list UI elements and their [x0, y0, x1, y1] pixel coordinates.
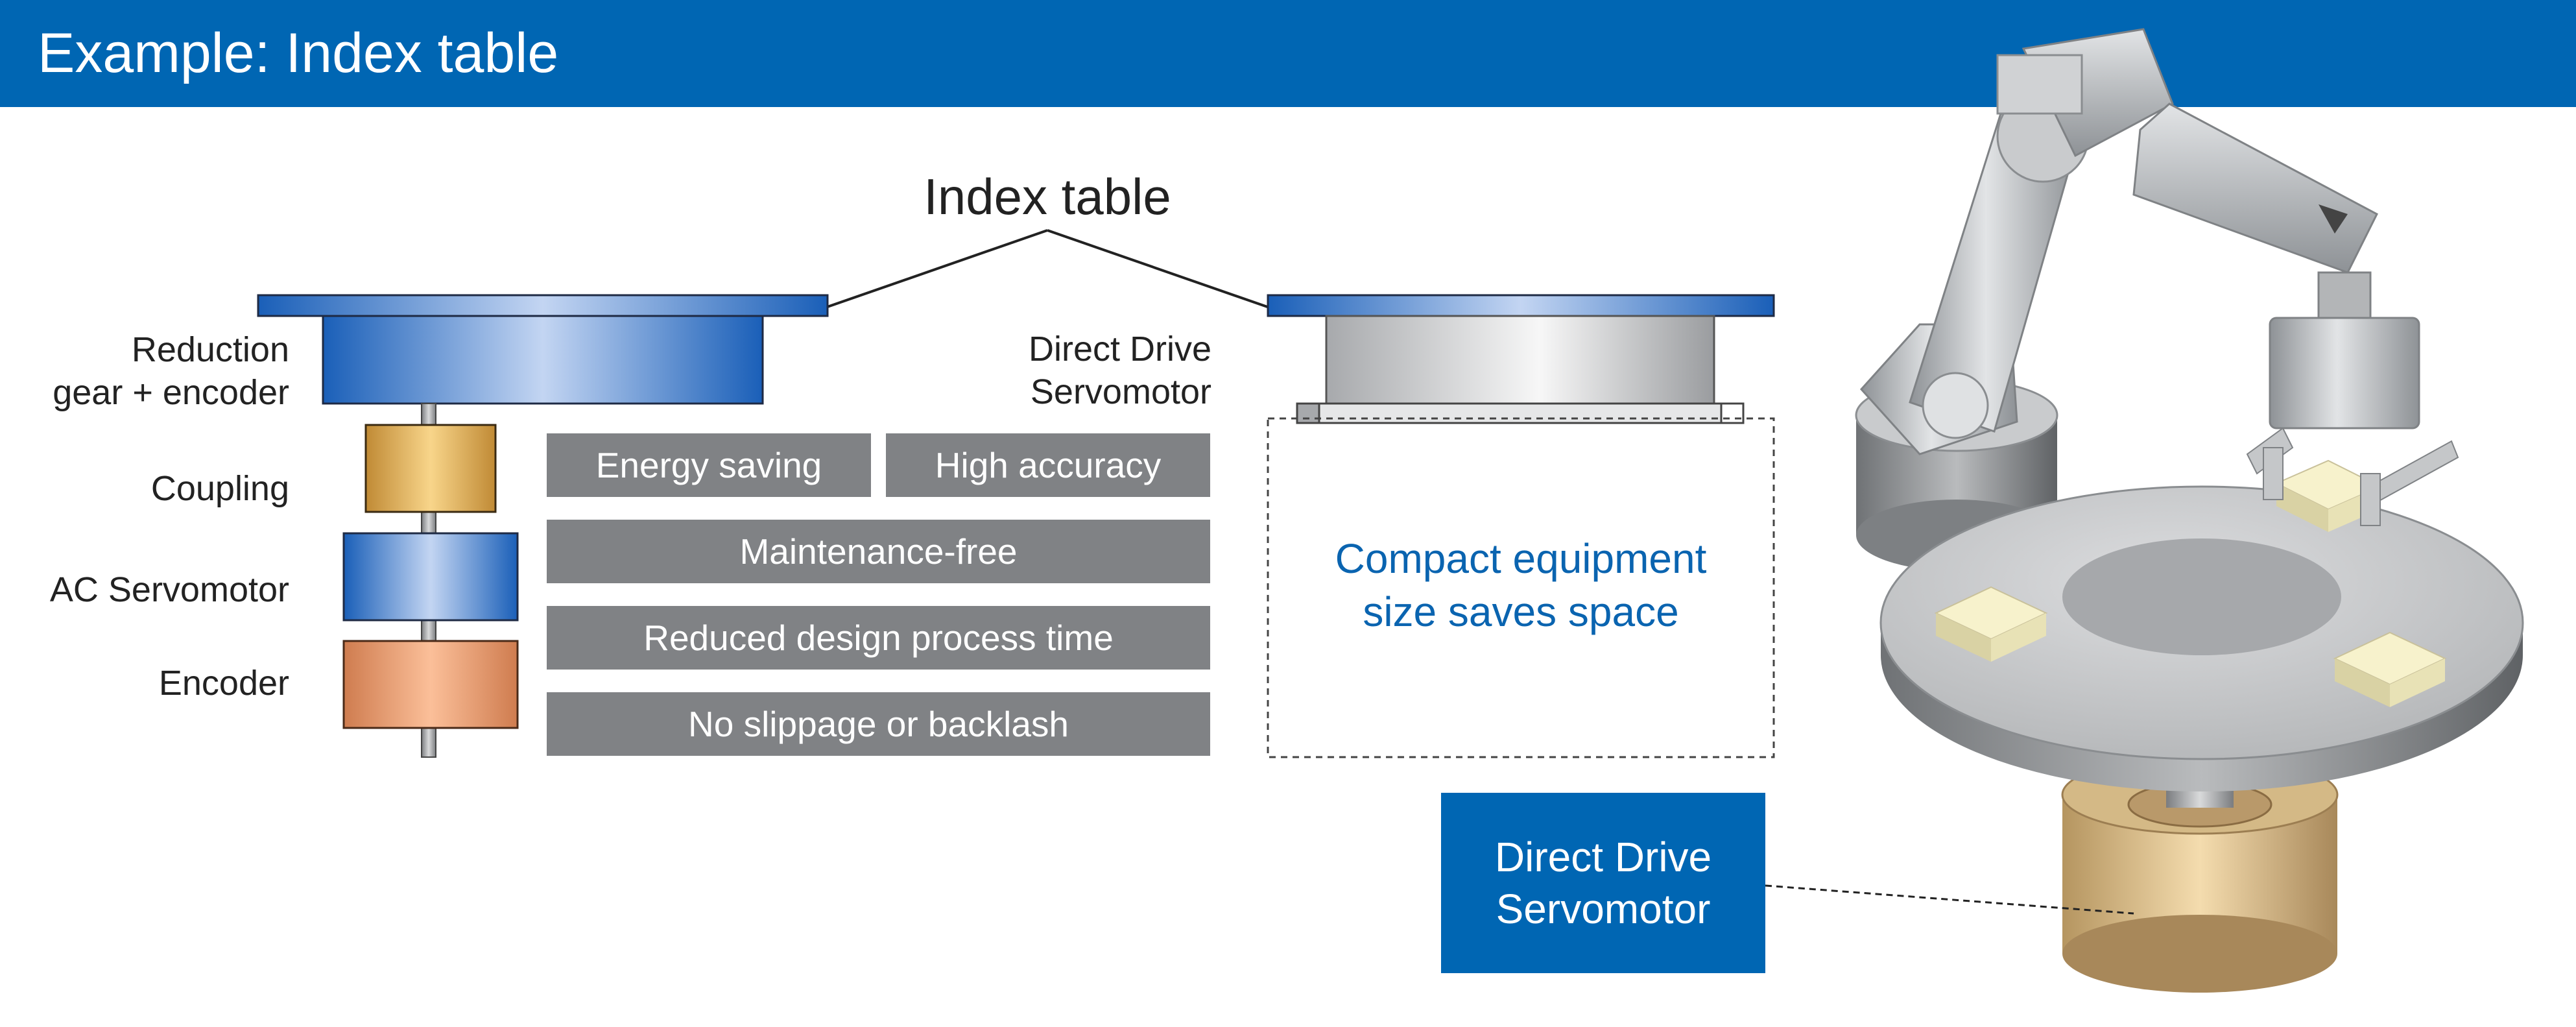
motor-base-plate — [1296, 402, 1745, 424]
encoder-label: Encoder — [158, 664, 289, 703]
direct-drive-assembly — [1267, 294, 1775, 758]
index-table-label: Index table — [924, 168, 1171, 225]
benefit-energy-saving: Energy saving — [547, 433, 871, 497]
benefit-reduced-design-time: Reduced design process time — [547, 606, 1210, 670]
encoder-block — [342, 640, 519, 729]
benefit-maintenance-free: Maintenance-free — [547, 520, 1210, 583]
benefit-high-accuracy: High accuracy — [886, 433, 1210, 497]
compact-equipment-text: Compact equipment size saves space — [1335, 535, 1707, 635]
rotary-table-icon — [1879, 447, 2524, 993]
workpiece-icon — [1934, 586, 2048, 662]
reduction-gear-label: Reduction gear + encoder — [53, 330, 289, 412]
ac-servomotor-label: AC Servomotor — [49, 570, 289, 609]
index-table-leader-lines — [823, 229, 1272, 309]
coupling-label: Coupling — [150, 469, 289, 508]
callout-leader — [1765, 884, 2134, 915]
index-table-disc-icon — [1267, 294, 1775, 317]
benefit-no-slippage: No slippage or backlash — [547, 692, 1210, 756]
direct-drive-callout: Direct Drive Servomotor — [1441, 793, 1765, 973]
page-title: Example: Index table — [38, 22, 559, 84]
workpiece-icon — [2333, 631, 2447, 707]
direct-drive-motor-icon — [1325, 315, 1715, 405]
conventional-assembly — [257, 294, 829, 758]
coupling-block — [364, 424, 497, 513]
direct-drive-label: Direct Drive Servomotor — [1028, 330, 1211, 411]
index-table-disc-icon — [257, 294, 829, 317]
compact-space-box — [1267, 417, 1775, 758]
robot-arm-icon — [1855, 28, 2459, 571]
reduction-gear-block — [322, 315, 764, 405]
ac-servomotor-block — [342, 532, 519, 622]
